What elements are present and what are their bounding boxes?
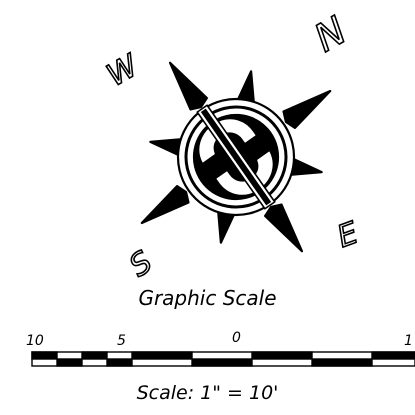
scale-tick-10: 10 [26,333,44,349]
compass-label-e: E [333,216,363,255]
scale-title: Graphic Scale [138,286,277,310]
scale-tick-0: 0 [232,330,241,346]
compass-rays [140,61,332,253]
scale-tick-1: 1 [404,333,413,349]
scale-caption: Scale: 1" = 10' [136,382,279,404]
compass-rose [140,61,332,253]
scale-bar [31,351,415,367]
scale-tick-5: 5 [117,333,126,349]
compass-label-s: S [123,245,159,285]
compass-label-w: W [101,48,145,94]
compass-label-n: N [307,8,354,60]
